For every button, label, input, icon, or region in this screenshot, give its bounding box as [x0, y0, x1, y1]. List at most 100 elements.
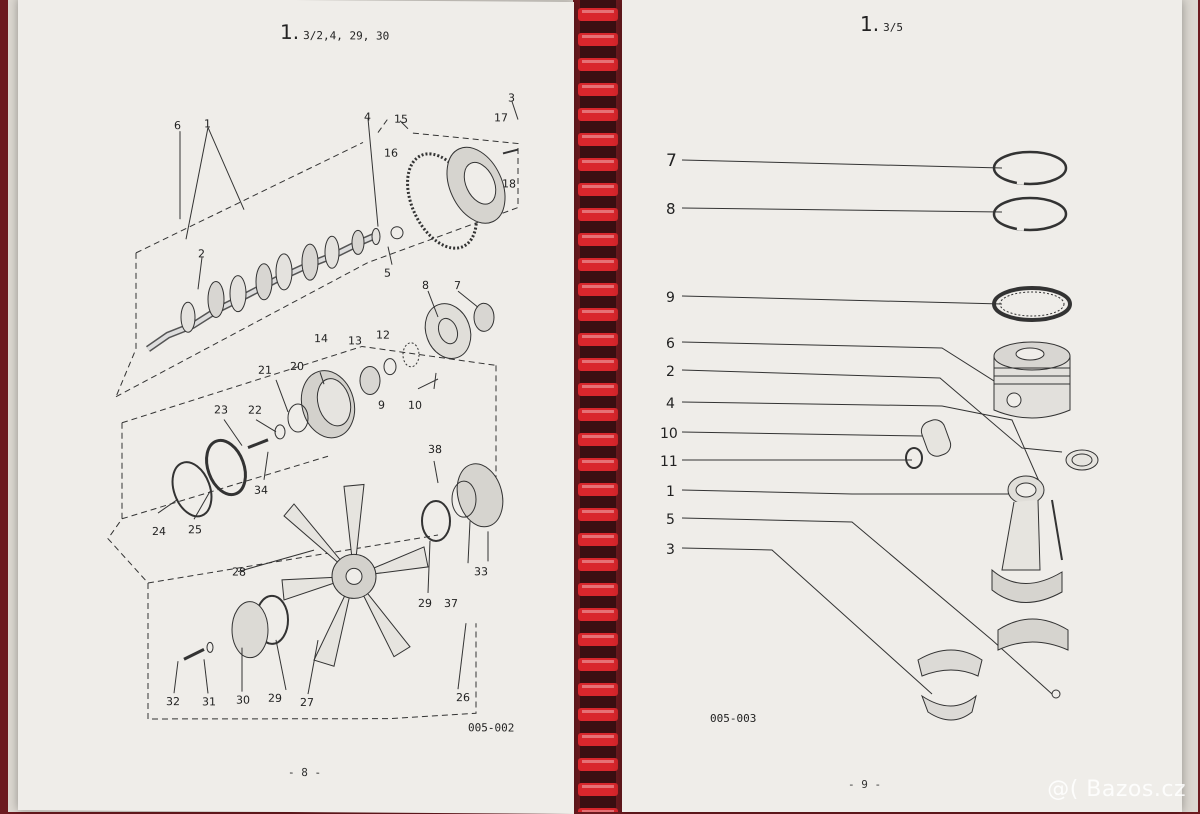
binding-coil [578, 33, 618, 46]
part-label-7: 7 [666, 151, 677, 171]
binding-coil-highlight [582, 485, 614, 488]
part-label-14: 14 [314, 332, 328, 345]
binding-coil-highlight [582, 10, 614, 13]
binding-coil-highlight [582, 210, 614, 213]
binding-coil [578, 433, 618, 446]
right-page-header: 1.3/5 [860, 12, 903, 36]
binding-coil-highlight [582, 435, 614, 438]
part-label-16: 16 [384, 147, 398, 160]
right-figure-code: 005-003 [710, 712, 757, 725]
part-label-30: 30 [236, 694, 250, 707]
part-label-22: 22 [248, 404, 262, 417]
part-label-7: 7 [454, 279, 461, 292]
binding-coil [578, 358, 618, 371]
binding-coil [578, 808, 618, 812]
part-label-28: 28 [232, 566, 246, 579]
part-label-27: 27 [300, 696, 314, 709]
part-label-31: 31 [202, 695, 216, 708]
right-page: 1.3/5 [622, 0, 1182, 812]
binding-coil [578, 783, 618, 796]
binding-coil-highlight [582, 285, 614, 288]
binding-coil [578, 558, 618, 571]
part-label-29a: 29 [418, 597, 432, 610]
binding-coil [578, 683, 618, 696]
binding-coil [578, 658, 618, 671]
bazos-watermark: @( Bazos.cz [1047, 777, 1186, 802]
part-label-21: 21 [258, 364, 272, 377]
binding-coil [578, 708, 618, 721]
binding-coil-highlight [582, 35, 614, 38]
binding-coil [578, 8, 618, 21]
right-part-labels: 7 8 9 6 2 4 10 11 1 5 3 [660, 151, 678, 558]
part-label-6: 6 [174, 119, 181, 132]
part-label-1: 1 [204, 117, 211, 130]
binding-coil-highlight [582, 385, 614, 388]
part-label-12: 12 [376, 329, 390, 342]
binding-coil-highlight [582, 535, 614, 538]
part-label-25: 25 [188, 523, 202, 536]
part-label-29b: 29 [268, 692, 282, 705]
binding-coil [578, 208, 618, 221]
part-label-4: 4 [364, 110, 371, 123]
piston-conrod-exploded-diagram: 7 8 9 6 2 4 10 11 1 5 3 [660, 150, 1099, 721]
spiral-binding [578, 0, 618, 812]
binding-coil [578, 533, 618, 546]
part-label-26: 26 [456, 691, 470, 704]
left-figure-code: 005-002 [468, 721, 515, 735]
binding-coil [578, 258, 618, 271]
part-label-20: 20 [290, 360, 304, 373]
binding-coil [578, 633, 618, 646]
binding-coil [578, 133, 618, 146]
binding-coil [578, 583, 618, 596]
part-label-5: 5 [666, 512, 675, 528]
right-page-number: - 9 - [848, 778, 882, 791]
part-label-10: 10 [660, 426, 678, 442]
binding-coil [578, 733, 618, 746]
binding-coil [578, 333, 618, 346]
binding-coil [578, 383, 618, 396]
binding-coil-highlight [582, 785, 614, 788]
right-header-main: 1. [860, 12, 880, 36]
binding-coil-highlight [582, 335, 614, 338]
part-label-1: 1 [666, 484, 675, 500]
binding-coil-highlight [582, 635, 614, 638]
binding-coil-highlight [582, 560, 614, 563]
left-page-number: - 8 - [288, 765, 322, 780]
part-label-38: 38 [428, 443, 442, 456]
part-label-34: 34 [254, 484, 268, 497]
part-label-32: 32 [166, 695, 180, 708]
part-label-17: 17 [494, 111, 508, 124]
part-label-8: 8 [422, 279, 429, 292]
binding-coil-highlight [582, 110, 614, 113]
binding-coil-highlight [582, 685, 614, 688]
part-label-10: 10 [408, 399, 422, 412]
binding-coil [578, 158, 618, 171]
binding-coil [578, 283, 618, 296]
part-label-2: 2 [198, 247, 205, 260]
binding-coil-highlight [582, 585, 614, 588]
part-label-24: 24 [152, 525, 166, 538]
binding-coil [578, 608, 618, 621]
binding-coil [578, 483, 618, 496]
binding-coil-highlight [582, 735, 614, 738]
binding-coil-highlight [582, 60, 614, 63]
binding-coil [578, 758, 618, 771]
part-label-9: 9 [666, 290, 675, 306]
binding-coil [578, 83, 618, 96]
binding-coil-highlight [582, 310, 614, 313]
binding-coil-highlight [582, 710, 614, 713]
part-label-37: 37 [444, 597, 458, 610]
part-label-4: 4 [666, 396, 675, 412]
crankshaft-exploded-diagram: 1 2 3 4 5 6 7 8 9 10 12 13 14 15 16 17 1… [107, 91, 519, 720]
part-label-11: 11 [660, 454, 678, 470]
binding-coil-highlight [582, 235, 614, 238]
left-part-labels: 1 2 3 4 5 6 7 8 9 10 12 13 14 15 16 17 1… [152, 91, 516, 709]
binding-coil-highlight [582, 610, 614, 613]
part-label-3: 3 [508, 91, 515, 104]
binding-coil [578, 508, 618, 521]
binding-coil-highlight [582, 810, 614, 812]
part-label-8: 8 [666, 200, 676, 218]
part-label-5: 5 [384, 267, 391, 280]
part-label-23: 23 [214, 403, 228, 416]
part-label-3: 3 [666, 542, 675, 558]
